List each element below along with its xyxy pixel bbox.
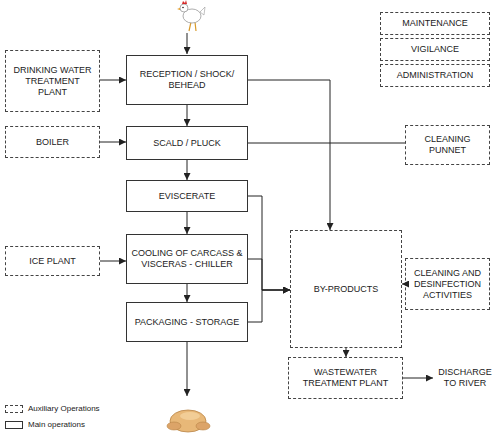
auxiliary-box: BOILER [5,126,100,158]
flow-connector [187,284,188,302]
node-text: BY-PRODUCTS [314,284,379,295]
flow-connector [100,80,126,81]
flow-connector [346,348,347,357]
flow-connector [100,142,126,143]
auxiliary-box: DRINKING WATER TREATMENT PLANT [5,50,100,112]
processed-chicken-icon [167,410,210,432]
legend-text: Main operations [28,420,85,429]
flow-connector [100,261,126,262]
legend-item: Auxiliary Operations [5,404,100,413]
flow-connector [248,80,330,230]
legend-sample [5,421,23,429]
auxiliary-box: CLEANING PUNNET [405,125,490,165]
node-text: CLEANING PUNNET [410,134,485,156]
flow-connector [248,143,405,144]
legend-text: Auxiliary Operations [28,404,100,413]
discharge-arrow [403,378,433,379]
node-text: WASTEWATER TREATMENT PLANT [293,367,398,389]
auxiliary-box: ICE PLANT [5,246,100,276]
auxiliary-box: CLEANING AND DESINFECTION ACTIVITIES [405,258,490,310]
output-arrow [187,342,188,396]
flow-connector [248,196,290,290]
node-text: BOILER [36,137,69,148]
process-box: PACKAGING - STORAGE [126,302,248,342]
auxiliary-box: BY-PRODUCTS [290,230,402,348]
process-box: EVISCERATE [126,180,248,212]
legend-item: Main operations [5,420,85,429]
auxiliary-box: WASTEWATER TREATMENT PLANT [288,357,403,399]
legend-sample [5,405,23,413]
node-text: EVISCERATE [159,191,215,202]
node-text: MAINTENANCE [402,18,468,29]
outlet-label: DISCHARGE TO RIVER [434,367,496,389]
flow-connector [187,212,188,234]
auxiliary-box: ADMINISTRATION [380,64,490,87]
node-text: ADMINISTRATION [397,70,473,81]
node-text: VIGILANCE [411,44,459,55]
process-box: SCALD / PLUCK [126,126,248,160]
node-text: COOLING OF CARCASS & VISCERAS - CHILLER [131,248,243,270]
live-chicken-icon [177,0,205,31]
flow-connector [248,259,290,290]
process-box: RECEPTION / SHOCK/ BEHEAD [126,55,248,105]
process-box: COOLING OF CARCASS & VISCERAS - CHILLER [126,234,248,284]
flow-connector [187,105,188,126]
node-text: SCALD / PLUCK [153,138,221,149]
auxiliary-box: VIGILANCE [380,38,490,61]
input-arrow [187,33,188,54]
auxiliary-box: MAINTENANCE [380,12,490,35]
node-text: PACKAGING - STORAGE [135,317,240,328]
flow-connector [248,290,290,322]
flow-connector [187,160,188,180]
node-text: RECEPTION / SHOCK/ BEHEAD [131,69,243,91]
node-text: CLEANING AND DESINFECTION ACTIVITIES [410,268,485,301]
node-text: DRINKING WATER TREATMENT PLANT [10,65,95,98]
node-text: ICE PLANT [29,256,76,267]
